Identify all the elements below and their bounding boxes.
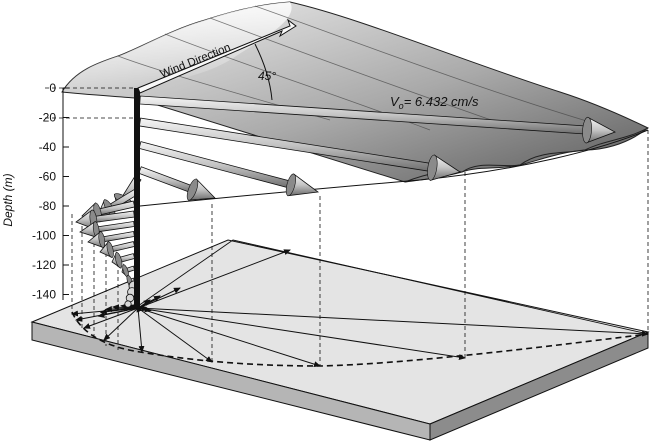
current-arrow-shaft bbox=[100, 231, 135, 243]
depth-tick-label: -100 bbox=[32, 229, 56, 243]
hodograph-arrow bbox=[137, 307, 145, 353]
deep-current-marker bbox=[124, 300, 132, 308]
hodograph-arrow bbox=[137, 307, 321, 368]
current-arrow-shaft bbox=[138, 166, 195, 194]
current-arrow-head-base bbox=[427, 154, 438, 181]
hodograph-arrow bbox=[83, 307, 139, 329]
sea-surface bbox=[61, 1, 649, 183]
projection-lines bbox=[71, 130, 649, 366]
current-arrow-head-base bbox=[285, 173, 296, 197]
current-arrow-head-base bbox=[106, 241, 114, 258]
depth-tick-label: -120 bbox=[32, 258, 56, 272]
depth-mast bbox=[134, 88, 140, 308]
current-arrow-head-base bbox=[582, 117, 592, 144]
current-arrow-shaft bbox=[95, 221, 135, 233]
hodograph-arrow bbox=[137, 307, 213, 363]
hodograph-arrow bbox=[137, 307, 649, 337]
current-arrow-head-base bbox=[98, 231, 106, 248]
depth-axis: 0-20-40-60-80-100-120-140 Depth (m) bbox=[1, 81, 69, 302]
depth-axis-title: Depth (m) bbox=[1, 173, 15, 226]
projection-frame bbox=[137, 239, 649, 335]
base-plane bbox=[30, 239, 650, 441]
current-arrows bbox=[75, 95, 616, 308]
depth-tick-label: -80 bbox=[39, 199, 57, 213]
hodograph-arrow bbox=[103, 307, 139, 341]
hodograph-curve bbox=[71, 311, 649, 367]
hodograph-arrow bbox=[137, 307, 466, 361]
surface-velocity-label: Vo= 6.432 cm/s bbox=[390, 94, 479, 111]
current-arrow-head-base bbox=[186, 178, 199, 201]
hodograph-arrow bbox=[137, 249, 291, 309]
depth-tick-label: -40 bbox=[39, 140, 57, 154]
tip-envelope bbox=[139, 129, 649, 207]
depth-tick-label: -60 bbox=[39, 170, 57, 184]
wind-direction-arrow bbox=[137, 18, 297, 94]
current-arrow-head-base bbox=[114, 252, 123, 269]
angle-arc bbox=[254, 43, 273, 101]
hodograph-arrow bbox=[137, 306, 152, 313]
angle-label: 45° bbox=[258, 69, 276, 83]
depth-tick-label: -140 bbox=[32, 288, 56, 302]
depth-tick-label: -20 bbox=[39, 111, 57, 125]
